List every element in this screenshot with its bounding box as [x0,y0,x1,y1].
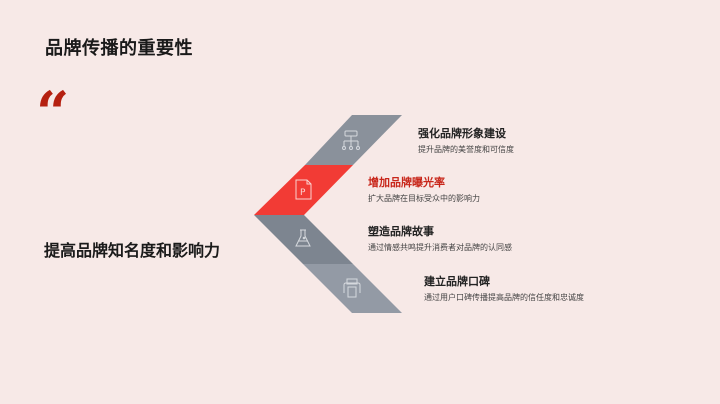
list-item: 塑造品牌故事 通过情感共鸣提升消费者对品牌的认同感 [368,225,512,254]
list-item: 增加品牌曝光率 扩大品牌在目标受众中的影响力 [368,176,480,205]
item-desc: 扩大品牌在目标受众中的影响力 [368,194,480,203]
band-1[interactable] [305,115,402,165]
printer-icon [343,278,361,298]
item-title: 增加品牌曝光率 [368,176,445,189]
band-2[interactable] [254,165,353,215]
slide-subtitle: 提高品牌知名度和影响力 [44,241,221,260]
flask-icon [295,229,311,247]
band-4[interactable] [303,264,402,313]
list-item: 建立品牌口碑 通过用户口碑传播提高品牌的信任度和忠诚度 [424,275,584,304]
powerpoint-file-icon: P [295,179,312,200]
band-3[interactable] [254,215,353,264]
item-desc: 提升品牌的美誉度和可信度 [418,145,514,154]
item-title: 强化品牌形象建设 [418,127,506,140]
item-title: 塑造品牌故事 [368,225,434,238]
svg-text:P: P [300,188,306,198]
page-title: 品牌传播的重要性 [45,38,193,59]
item-desc: 通过情感共鸣提升消费者对品牌的认同感 [368,243,512,252]
item-title: 建立品牌口碑 [424,275,490,288]
quote-mark-icon: “ [36,79,70,147]
list-item: 强化品牌形象建设 提升品牌的美誉度和可信度 [418,127,514,156]
sitemap-icon [342,130,360,150]
item-desc: 通过用户口碑传播提高品牌的信任度和忠诚度 [424,293,584,302]
